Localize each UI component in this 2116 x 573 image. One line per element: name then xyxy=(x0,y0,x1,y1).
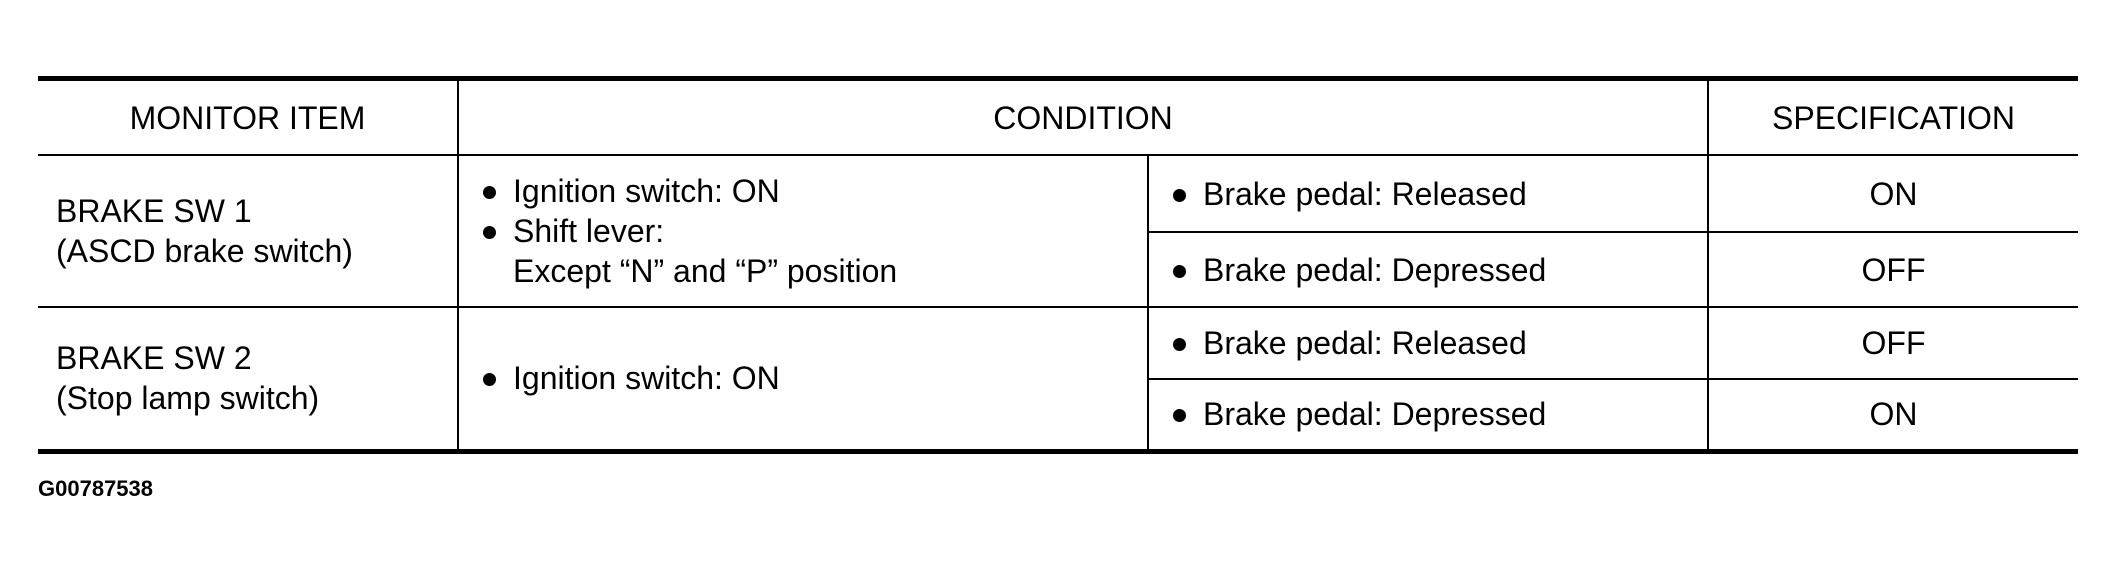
condition-cell: Ignition switch: ON Shift lever: Except … xyxy=(457,154,1149,308)
monitor-item-cell: BRAKE SW 1 (ASCD brake switch) xyxy=(38,154,459,308)
monitor-item-description: (Stop lamp switch) xyxy=(56,380,320,417)
pedal-condition-cell: Brake pedal: Released xyxy=(1146,154,1710,233)
specification-value: ON xyxy=(1707,378,2079,451)
pedal-list: Brake pedal: Depressed xyxy=(1167,250,1689,290)
pedal-condition-text: Brake pedal: Released xyxy=(1167,323,1689,363)
specification-value: ON xyxy=(1707,154,2079,233)
pedal-condition-cell: Brake pedal: Released xyxy=(1146,306,1710,380)
monitor-item-name: BRAKE SW 1 xyxy=(56,193,252,229)
condition-text: Shift lever: xyxy=(513,213,665,249)
pedal-condition-cell: Brake pedal: Depressed xyxy=(1148,378,1710,451)
condition-cell: Ignition switch: ON xyxy=(457,306,1149,452)
specification-value: OFF xyxy=(1707,231,2079,308)
pedal-condition-text: Brake pedal: Depressed xyxy=(1167,250,1689,290)
table-row: BRAKE SW 2 (Stop lamp switch) Ignition s… xyxy=(38,306,2079,452)
header-row: MONITOR ITEM CONDITION SPECIFICATION xyxy=(38,78,2079,156)
specification-value: OFF xyxy=(1707,306,2079,380)
condition-text: Ignition switch: ON xyxy=(513,360,780,397)
table-row: Brake pedal: Depressed OFF xyxy=(38,231,2079,308)
pedal-condition-text: Brake pedal: Released xyxy=(1167,174,1689,214)
pedal-list: Brake pedal: Released xyxy=(1167,323,1689,363)
condition-list: Ignition switch: ON Shift lever: Except … xyxy=(477,171,1129,291)
condition-subtext: Except “N” and “P” position xyxy=(513,253,898,289)
pedal-list: Brake pedal: Released xyxy=(1167,174,1689,214)
condition-item: Shift lever: Except “N” and “P” position xyxy=(477,211,1129,291)
monitor-item-cell: BRAKE SW 2 (Stop lamp switch) xyxy=(38,306,459,452)
monitor-item-name: BRAKE SW 2 xyxy=(56,340,252,377)
monitor-item-description: (ASCD brake switch) xyxy=(56,233,353,269)
monitor-spec-table: MONITOR ITEM CONDITION SPECIFICATION BRA… xyxy=(38,76,2079,454)
figure-code: G00787538 xyxy=(38,476,153,501)
condition-list: Ignition switch: ON xyxy=(477,358,1129,398)
table-row: Brake pedal: Depressed ON xyxy=(38,378,2079,451)
pedal-condition-cell: Brake pedal: Depressed xyxy=(1148,231,1710,308)
condition-item: Ignition switch: ON xyxy=(477,171,1129,211)
pedal-list: Brake pedal: Depressed xyxy=(1167,394,1689,434)
header-specification: SPECIFICATION xyxy=(1707,78,2079,156)
header-monitor-item: MONITOR ITEM xyxy=(38,78,459,156)
header-condition: CONDITION xyxy=(456,78,1710,156)
condition-item: Ignition switch: ON xyxy=(477,358,1129,398)
condition-text: Ignition switch: ON xyxy=(513,173,780,209)
pedal-condition-text: Brake pedal: Depressed xyxy=(1167,394,1689,434)
table-row: BRAKE SW 1 (ASCD brake switch) Ignition … xyxy=(38,154,2079,308)
